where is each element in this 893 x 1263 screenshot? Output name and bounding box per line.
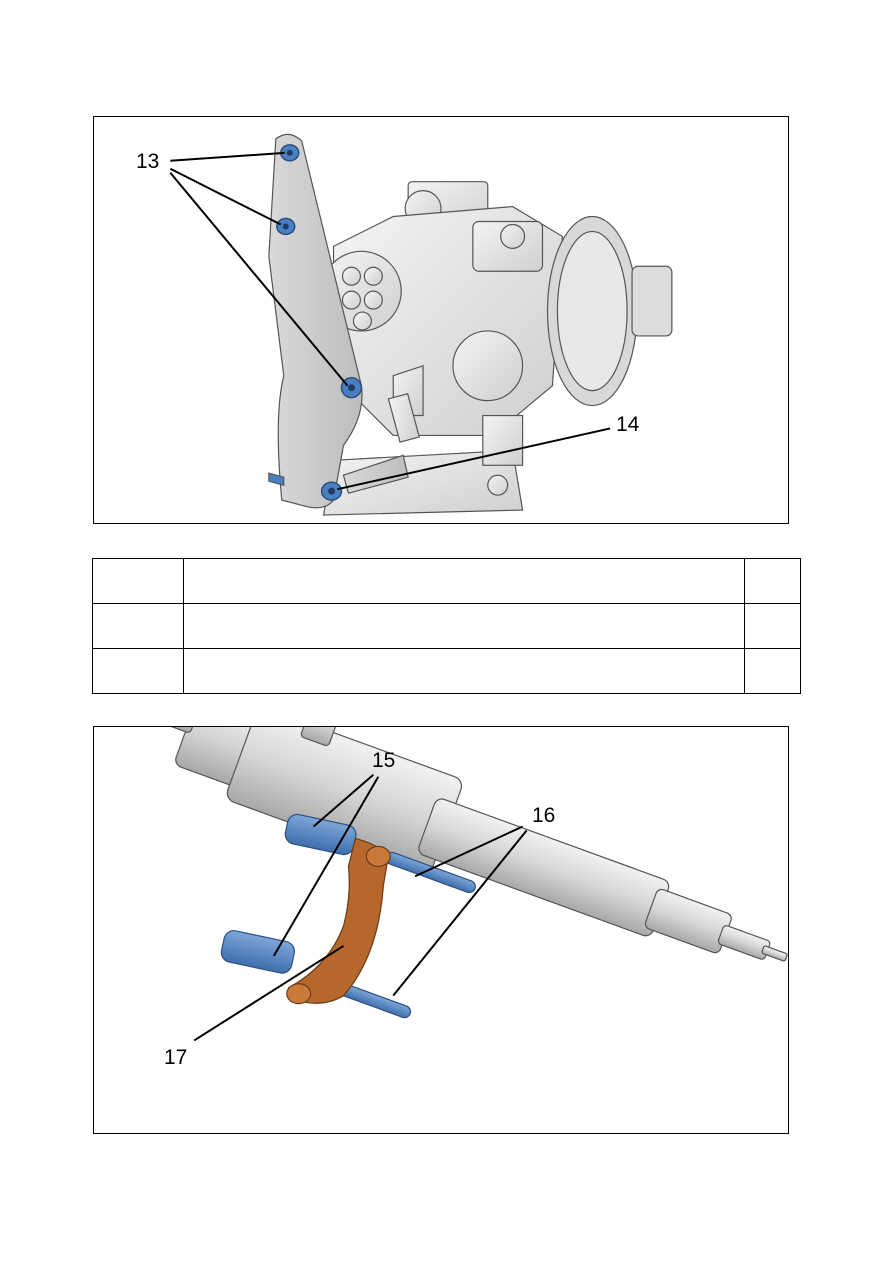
injector-clamp-illustration <box>167 727 788 1042</box>
table-row <box>92 558 801 604</box>
fuel-pump-drawing <box>320 181 673 516</box>
injector-drawing <box>167 727 788 962</box>
callout-16: 16 <box>532 804 556 827</box>
table-cell <box>92 558 184 604</box>
fasteners-13-14 <box>276 144 363 501</box>
table-cell <box>744 558 801 604</box>
leader-lines-top <box>169 151 611 491</box>
table-cell <box>183 603 745 649</box>
figure-pump-bracket: 13 14 <box>93 116 789 524</box>
clamp-drawing <box>286 837 391 1005</box>
table-cell <box>744 648 801 694</box>
table-cell <box>744 603 801 649</box>
table-cell <box>183 648 745 694</box>
figure-injector-clamp: 15 16 17 <box>93 726 789 1134</box>
pump-bracket-illustration <box>169 133 673 516</box>
table-cell <box>92 603 184 649</box>
spec-table <box>92 558 801 694</box>
callout-14: 14 <box>616 413 640 436</box>
table-cell <box>183 558 745 604</box>
table-row <box>92 603 801 649</box>
fasteners-15-16 <box>220 813 476 1019</box>
leader-lines-bottom <box>193 774 528 1042</box>
callout-17: 17 <box>164 1046 188 1069</box>
table-cell <box>92 648 184 694</box>
callout-13: 13 <box>136 150 160 173</box>
table-row <box>92 648 801 694</box>
callout-15: 15 <box>372 749 396 772</box>
